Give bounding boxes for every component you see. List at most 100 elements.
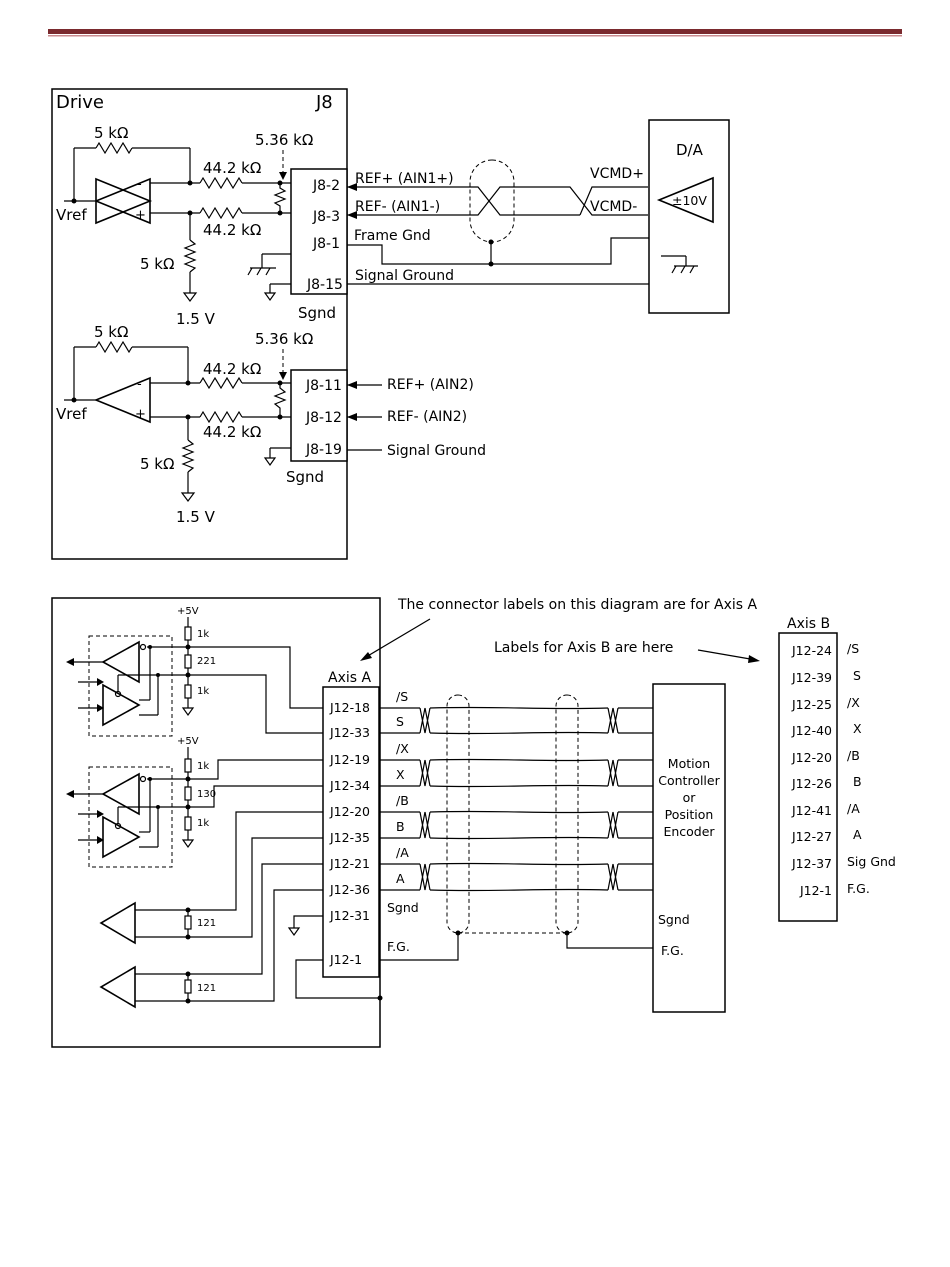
signal-label: /B — [396, 793, 409, 808]
ref-plus-ain2: REF+ (AIN2) — [387, 377, 474, 393]
cable-shield-3 — [555, 694, 579, 934]
signal-label: X — [396, 767, 405, 782]
r-44k-4: 44.2 kΩ — [203, 423, 261, 441]
opamp-1-plus: + — [135, 208, 146, 223]
axis-b-pin-label: J12-40 — [791, 723, 832, 738]
axis-a-pin-label: J12-31 — [329, 908, 370, 923]
axis-a-pin-label: J12-19 — [329, 752, 370, 767]
r-1k-d: 1k — [197, 818, 209, 829]
v15-1: 1.5 V — [176, 310, 216, 328]
plus5v-2: +5V — [177, 736, 199, 747]
axis-b-signal-label: /S — [847, 641, 859, 656]
r-44k-1: 44.2 kΩ — [203, 159, 261, 177]
r-5k-feedback-2: 5 kΩ — [94, 323, 128, 341]
pin-j8-15: J8-15 — [306, 277, 343, 293]
opamp-2-plus: + — [135, 407, 146, 422]
opamp-2 — [93, 376, 151, 424]
axis-b-signal-label: B — [853, 774, 862, 789]
axis-b-pin-label: J12-25 — [791, 697, 832, 712]
r-221: 221 — [197, 656, 216, 667]
signal-pairs: /SS/XX/BB/AA — [379, 689, 653, 892]
sgnd-2: Sgnd — [286, 468, 324, 486]
pin-j8-19: J8-19 — [305, 442, 342, 458]
v15-2: 1.5 V — [176, 508, 216, 526]
da-box — [648, 119, 730, 314]
r-5k-bias-2: 5 kΩ — [140, 455, 174, 473]
r-536k-2: 5.36 kΩ — [255, 330, 313, 348]
pin-j8-12: J8-12 — [305, 410, 342, 426]
axis-a-pin-label: J12-35 — [329, 830, 370, 845]
axis-a-pin-label: J12-1 — [329, 952, 362, 967]
axis-b-signal-label: X — [853, 721, 862, 736]
axis-b-pin-label: J12-26 — [791, 776, 832, 791]
axis-a-connector — [322, 686, 380, 978]
axis-a-pin-label: J12-34 — [329, 778, 370, 793]
ref-minus-ain2: REF- (AIN2) — [387, 409, 467, 425]
r-1k-c: 1k — [197, 761, 209, 772]
note-axis-a: The connector labels on this diagram are… — [397, 597, 758, 613]
header-rule — [48, 29, 902, 34]
pin-j8-11: J8-11 — [305, 378, 342, 394]
axis-b-signal-label: /X — [847, 695, 860, 710]
axis-a-pin-label: J12-36 — [329, 882, 370, 897]
axis-a-label: Axis A — [328, 670, 371, 686]
axis-b-pin-label: J12-24 — [791, 643, 832, 658]
j8-label: J8 — [315, 92, 333, 113]
sgnd-axis-a: Sgnd — [387, 900, 419, 915]
drive-box — [51, 88, 348, 560]
ref-plus-ain1: REF+ (AIN1+) — [355, 171, 454, 187]
vref-1: Vref — [56, 206, 87, 224]
signal-label: B — [396, 819, 405, 834]
controller-text: Position — [665, 807, 714, 822]
r-1k-b: 1k — [197, 686, 209, 697]
cable-shield-1 — [469, 159, 515, 243]
frame-gnd: Frame Gnd — [354, 228, 431, 244]
axis-b-pin-label: J12-41 — [791, 803, 832, 818]
bottom-diagram: The connector labels on this diagram are… — [51, 597, 896, 1048]
pin-j8-3: J8-3 — [312, 209, 340, 225]
r-5k-feedback-1: 5 kΩ — [94, 124, 128, 142]
axis-a-pin-label: J12-18 — [329, 700, 370, 715]
r-1k-a: 1k — [197, 629, 209, 640]
vref-2: Vref — [56, 405, 87, 423]
j8-connector-top — [290, 168, 348, 295]
sgnd-1: Sgnd — [298, 304, 336, 322]
axis-b-signal-label: Sig Gnd — [847, 854, 896, 869]
fg-axis-a: F.G. — [387, 939, 410, 954]
axis-a-pins: J12-18J12-33J12-19J12-34J12-20J12-35J12-… — [329, 700, 370, 967]
da-amplifier — [656, 176, 714, 224]
axis-b-signal-label: A — [853, 827, 862, 842]
controller-text: or — [683, 790, 697, 805]
signal-ground-2: Signal Ground — [387, 443, 486, 459]
r-44k-2: 44.2 kΩ — [203, 221, 261, 239]
r-5k-bias-1: 5 kΩ — [140, 255, 174, 273]
ctrl-sgnd: Sgnd — [658, 912, 690, 927]
signal-label: /A — [396, 845, 409, 860]
axis-b-signal-label: S — [853, 668, 861, 683]
top-diagram: Drive J8 - + Vref 5 kΩ 44.2 kΩ 44.2 kΩ — [51, 88, 730, 560]
axis-b-pin-label: J12-37 — [791, 856, 832, 871]
axis-b-pin-label: J12-20 — [791, 750, 832, 765]
axis-a-pin-label: J12-20 — [329, 804, 370, 819]
axis-b-pin-label: J12-27 — [791, 829, 832, 844]
opamp-1-minus: - — [137, 177, 142, 192]
controller-text: Controller — [658, 773, 720, 788]
signal-label: S — [396, 714, 404, 729]
pm10v: ±10V — [672, 193, 707, 208]
axis-a-pin-label: J12-21 — [329, 856, 370, 871]
opamp-2-minus: - — [137, 377, 142, 392]
signal-label: A — [396, 871, 405, 886]
ctrl-fg: F.G. — [661, 943, 684, 958]
controller-text: Encoder — [663, 824, 715, 839]
pin-j8-2: J8-2 — [312, 178, 340, 194]
r-130: 130 — [197, 789, 216, 800]
controller-text: Motion — [668, 756, 710, 771]
axis-b-connector — [778, 632, 838, 922]
r-536k-1: 5.36 kΩ — [255, 131, 313, 149]
ref-minus-ain1: REF- (AIN1-) — [355, 199, 440, 215]
r-121-b: 121 — [197, 983, 216, 994]
vcmd-minus: VCMD- — [590, 199, 637, 215]
